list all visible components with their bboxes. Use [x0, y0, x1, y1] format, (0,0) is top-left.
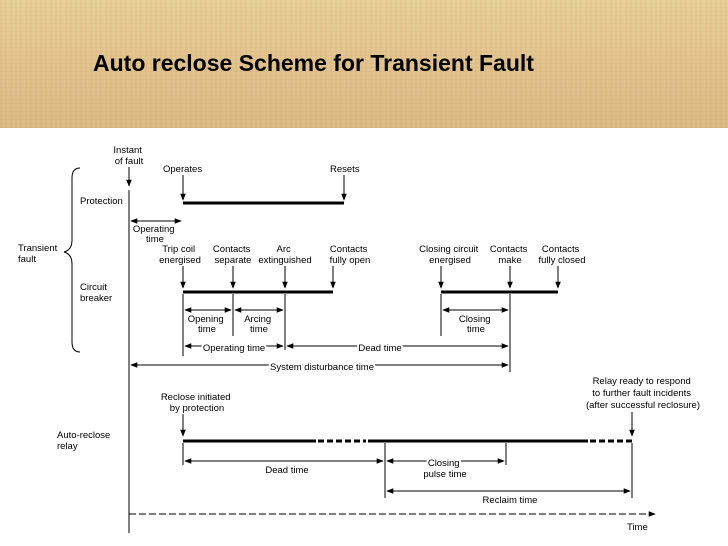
operates-label: Operates [163, 164, 202, 175]
instant-of-fault-label: Instant of fault [113, 145, 144, 167]
breaker-operating-time-label: Operating time [203, 343, 265, 354]
relay-dead-time-label: Dead time [265, 465, 308, 476]
closing-pulse-time-label: Closing pulse time [423, 458, 466, 480]
opening-time-label: Opening time [188, 314, 227, 335]
title-banner [0, 0, 728, 128]
system-disturbance-time-label: System disturbance time [270, 362, 374, 373]
closing-circuit-energised-label: Closing circuit energised [419, 244, 481, 266]
closing-time-label: Closing time [459, 314, 493, 335]
slide-title: Auto reclose Scheme for Transient Fault [93, 50, 534, 76]
contacts-fully-closed-label: Contacts fully closed [539, 244, 586, 266]
protection-label: Protection [80, 196, 123, 207]
auto-reclose-relay-label: Auto-reclose relay [57, 430, 113, 452]
resets-label: Resets [330, 164, 360, 175]
contacts-make-label: Contacts make [490, 244, 530, 266]
transient-fault-label: Transient fault [18, 243, 60, 265]
arc-extinguished-label: Arc extinguished [258, 244, 311, 266]
breaker-dead-time-label: Dead time [358, 343, 401, 354]
transient-fault-brace [63, 167, 81, 353]
relay-ready-label: Relay ready to respond to further fault … [586, 376, 700, 411]
trip-coil-energised-label: Trip coil energised [159, 244, 201, 266]
contacts-fully-open-label: Contacts fully open [330, 244, 371, 266]
reclaim-time-label: Reclaim time [483, 495, 538, 506]
time-axis-label: Time [627, 522, 648, 533]
protection-operating-time-label: Operating time [133, 224, 177, 245]
reclose-initiated-label: Reclose initiated by protection [161, 392, 233, 414]
arcing-time-label: Arcing time [244, 314, 274, 335]
contacts-separate-label: Contacts separate [213, 244, 253, 266]
circuit-breaker-label: Circuit breaker [80, 282, 112, 304]
